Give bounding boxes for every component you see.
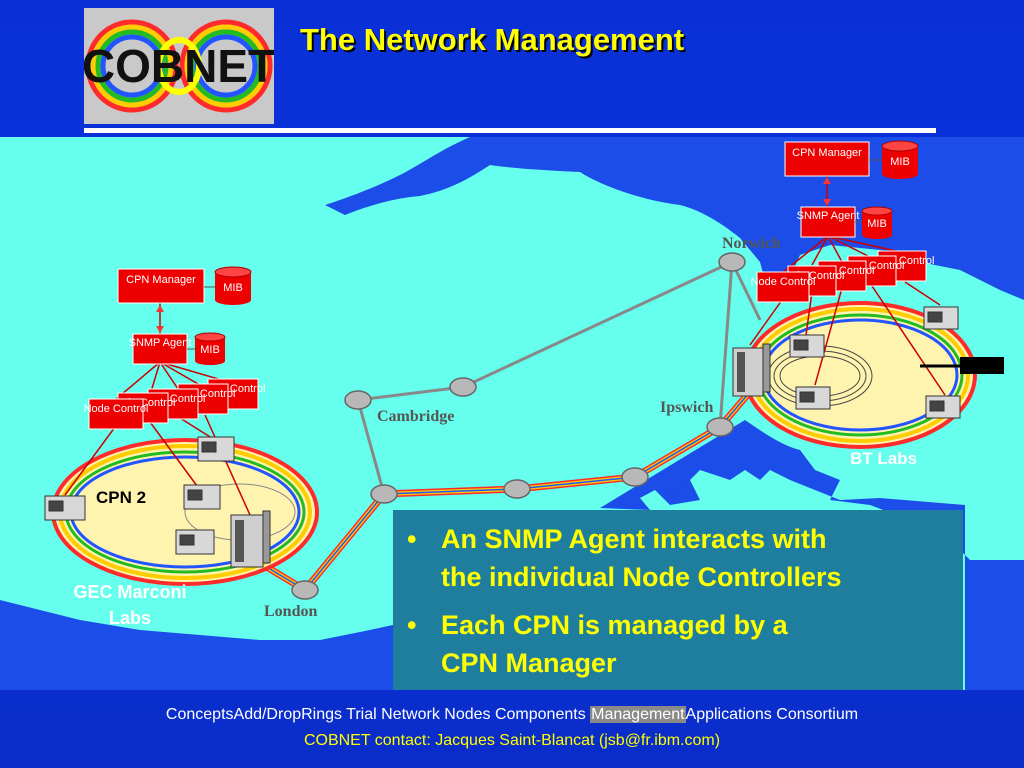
network-links [356, 260, 762, 495]
gec-marconi-cpn [51, 438, 319, 586]
node-device-icon [789, 334, 825, 358]
page-title: The Network Management [300, 22, 685, 57]
place-label-cambridge: Cambridge [377, 408, 454, 425]
node-harlow [370, 484, 398, 504]
nav-link-concepts[interactable]: Concepts [165, 706, 234, 723]
node-control-box: Node Control [84, 398, 149, 430]
node-cambridge-west [344, 390, 372, 410]
node-device-icon [183, 484, 221, 510]
svg-text:Node Control: Node Control [84, 403, 149, 415]
node-device-icon [795, 386, 831, 410]
node-norwich [718, 252, 746, 272]
title-divider [84, 128, 936, 133]
network-diagram: Norwich Cambridge Ipswich London [0, 137, 1024, 690]
cpn-manager-label-left: CPN Manager [126, 274, 196, 286]
mib-database-icon: MIB [861, 206, 893, 239]
land-mass [660, 487, 690, 500]
node-device-icon [197, 436, 235, 462]
place-label-gec-line2: Labs [109, 608, 151, 628]
mib-database-icon: MIB [214, 266, 252, 305]
logo-rings-icon: COBNET [82, 19, 276, 113]
mib-database-icon: MIB [881, 140, 919, 179]
footer-nav-links: ConceptsAdd/DropRings Trial Network Node… [166, 706, 858, 724]
nav-link-rings[interactable]: Rings [301, 706, 343, 723]
manager-agent-arrows [156, 177, 831, 333]
bullet-text-line2: the individual Node Controllers [441, 562, 842, 592]
svg-text:Node Control: Node Control [751, 276, 816, 288]
node-cambridge-east [449, 377, 477, 397]
bullet-text-line2: CPN Manager [441, 648, 617, 678]
svg-text:MIB: MIB [867, 218, 887, 230]
contact-line[interactable]: COBNET contact: Jacques Saint-Blancat (j… [303, 732, 721, 749]
nav-link-nodes[interactable]: Nodes [444, 706, 491, 723]
nav-link-add-drop[interactable]: Add/Drop [233, 706, 302, 723]
cpn2-label: CPN 2 [96, 488, 146, 507]
cobnet-logo: COBNET [82, 8, 276, 124]
place-label-bt-labs: BT Labs [850, 449, 917, 468]
snmp-agent-label-right: SNMP Agent [797, 210, 860, 222]
bullet-text-line1: Each CPN is managed by a [441, 610, 788, 640]
bt-control-lines [749, 175, 946, 396]
nav-link-applications[interactable]: Applications [685, 706, 772, 723]
node-colchester [621, 467, 649, 487]
nav-link-consortium[interactable]: Consortium [776, 706, 859, 723]
place-label-ipswich: Ipswich [660, 399, 713, 416]
bullet-dot: • [407, 524, 417, 554]
node-device-icon [175, 529, 215, 555]
cpn-manager-label-right: CPN Manager [792, 147, 862, 159]
connector-cable-icon [920, 357, 1004, 374]
node-device-icon [44, 495, 86, 521]
node-chelmsford [503, 479, 531, 499]
place-label-norwich: Norwich [722, 235, 781, 252]
svg-text:MIB: MIB [890, 156, 910, 168]
server-rack-icon [230, 510, 271, 568]
svg-text:MIB: MIB [200, 344, 220, 356]
land-mass [0, 600, 393, 690]
place-label-gec-line1: GEC Marconi [73, 582, 186, 602]
nav-link-components[interactable]: Components [494, 706, 586, 723]
node-london [291, 580, 319, 600]
land-mass [600, 420, 1024, 690]
server-rack-icon [732, 343, 771, 397]
nav-link-trial-network[interactable]: Trial Network [346, 706, 440, 723]
cpn-manager-box-right [784, 141, 870, 177]
node-device-icon [925, 395, 961, 419]
bullet-panel: • An SNMP Agent interacts with the indiv… [393, 510, 963, 690]
cpn-manager-box-left [117, 268, 205, 304]
svg-text:MIB: MIB [223, 282, 243, 294]
place-label-london: London [264, 603, 317, 620]
land-mass [325, 137, 1024, 300]
bullet-text-line1: An SNMP Agent interacts with [441, 524, 827, 554]
mib-database-icon: MIB [194, 332, 226, 365]
nav-link-management[interactable]: Management [590, 706, 686, 723]
footer-nav: ConceptsAdd/DropRings Trial Network Node… [0, 706, 1024, 724]
bullet-dot: • [407, 610, 417, 640]
logo-text: COBNET [84, 40, 274, 92]
node-device-icon [923, 306, 959, 330]
node-control-box: Node Control [751, 271, 816, 303]
snmp-agent-label-left: SNMP Agent [129, 337, 192, 349]
node-ipswich [706, 417, 734, 437]
